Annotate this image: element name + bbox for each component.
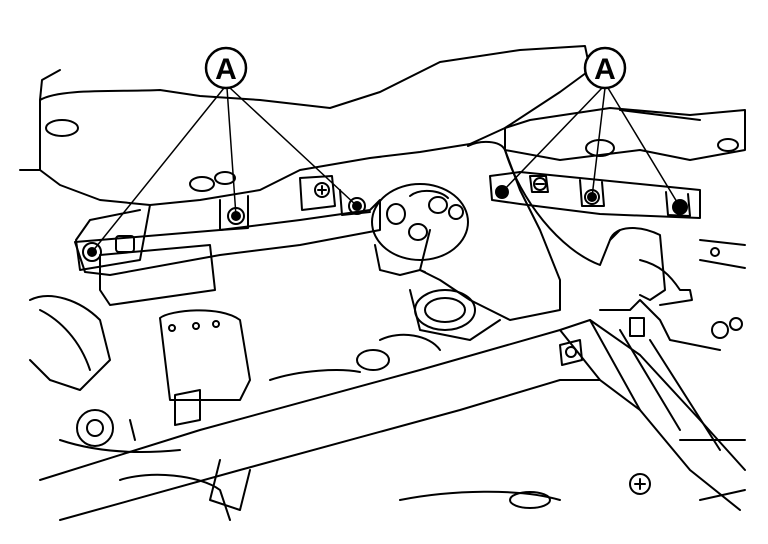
diagonal-beam [39,319,746,521]
mounting-bracket [74,171,701,276]
callout-label: A [215,53,237,86]
callout-a-left: A [204,46,248,90]
right-bracket [599,227,746,351]
callout-leaders-left [91,87,358,253]
round-cover [371,183,469,273]
beam-bolt [559,339,651,495]
strut-tower [374,140,621,341]
lower-panels [119,439,746,521]
callout-leaders-right [501,87,681,208]
callout-label: A [594,53,616,86]
cowl-right-panel [504,107,746,161]
callout-a-right: A [583,46,627,90]
left-lower-assembly [29,244,251,453]
